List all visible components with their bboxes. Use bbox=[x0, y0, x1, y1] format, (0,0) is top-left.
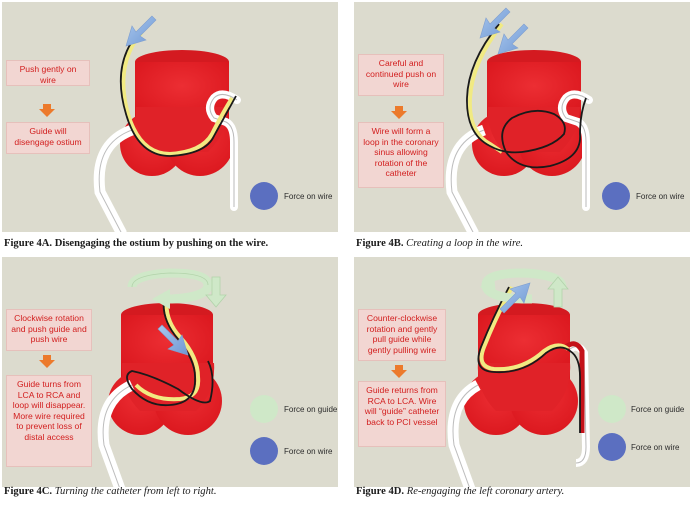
panel-figure-4a: Push gently on wire Guide will disengage… bbox=[2, 2, 338, 232]
push-arrow-b2 bbox=[497, 23, 529, 55]
orange-arrow-a bbox=[39, 104, 55, 117]
push-arrow-a bbox=[125, 15, 157, 47]
caption-text-4d: Re-engaging the left coronary artery. bbox=[406, 486, 565, 497]
legend-force-guide-d: Force on guide bbox=[631, 405, 685, 414]
result-box-b: Wire will form a loop in the coronary si… bbox=[358, 122, 444, 188]
panel-figure-4b: Careful and continued push on wire Wire … bbox=[354, 2, 690, 232]
caption-4b: Figure 4B. Creating a loop in the wire. bbox=[356, 238, 523, 249]
red-guide-d bbox=[564, 341, 585, 433]
caption-label-4a: Figure 4A. bbox=[4, 238, 53, 249]
wire-d bbox=[477, 286, 581, 433]
force-wire-circle-b bbox=[602, 182, 630, 210]
force-guide-circle-d bbox=[598, 395, 626, 423]
heart-diagram-c bbox=[39, 268, 278, 487]
pull-arrow-d bbox=[499, 282, 531, 314]
instruction-box-c: Clockwise rotation and push guide and pu… bbox=[6, 309, 92, 351]
result-box-a: Guide will disengage ostium bbox=[6, 122, 90, 154]
force-wire-circle-c bbox=[250, 437, 278, 465]
wire-loop-b bbox=[466, 23, 587, 169]
wire-black-a bbox=[119, 31, 237, 157]
wire-yellow-a bbox=[121, 30, 234, 157]
heart-diagram-a bbox=[39, 15, 278, 232]
caption-label-4c: Figure 4C. bbox=[4, 486, 53, 497]
orange-arrow-c bbox=[39, 355, 55, 368]
instruction-box-d: Counter-clockwise rotation and gently pu… bbox=[358, 309, 446, 361]
force-wire-circle-d bbox=[598, 433, 626, 461]
instruction-box-b: Careful and continued push on wire bbox=[358, 54, 444, 96]
heart-diagram-b bbox=[391, 7, 630, 232]
caption-label-4d: Figure 4D. bbox=[356, 486, 405, 497]
orange-arrow-b bbox=[391, 106, 407, 119]
heart-diagram-d bbox=[391, 268, 626, 487]
panel-figure-4c: Clockwise rotation and push guide and pu… bbox=[2, 257, 338, 487]
caption-4a: Figure 4A. Disengaging the ostium by pus… bbox=[4, 238, 268, 249]
pull-guide-arrow-d bbox=[547, 276, 569, 308]
caption-label-4b: Figure 4B. bbox=[356, 238, 404, 249]
instruction-box-a: Push gently on wire bbox=[6, 60, 90, 86]
caption-text-4b: Creating a loop in the wire. bbox=[406, 238, 524, 249]
result-box-c: Guide turns from LCA to RCA and loop wil… bbox=[6, 375, 92, 467]
push-arrow-c bbox=[157, 324, 189, 356]
legend-force-wire-a: Force on wire bbox=[284, 192, 333, 201]
caption-text-4a: Disengaging the ostium by pushing on the… bbox=[54, 238, 269, 249]
push-arrow-b1 bbox=[479, 7, 511, 39]
force-guide-circle-c bbox=[250, 395, 278, 423]
force-wire-circle-a bbox=[250, 182, 278, 210]
push-guide-arrow-c bbox=[205, 276, 227, 308]
result-box-d: Guide returns from RCA to LCA. Wire will… bbox=[358, 381, 446, 447]
orange-arrow-d bbox=[391, 365, 407, 378]
legend-force-wire-d: Force on wire bbox=[631, 443, 680, 452]
caption-text-4c: Turning the catheter from left to right. bbox=[54, 486, 217, 497]
panel-figure-4d: Counter-clockwise rotation and gently pu… bbox=[354, 257, 690, 487]
caption-4d: Figure 4D. Re-engaging the left coronary… bbox=[356, 486, 564, 497]
legend-force-guide-c: Force on guide bbox=[284, 405, 338, 414]
legend-force-wire-c: Force on wire bbox=[284, 447, 333, 456]
legend-force-wire-b: Force on wire bbox=[636, 192, 685, 201]
caption-4c: Figure 4C. Turning the catheter from lef… bbox=[4, 486, 216, 497]
